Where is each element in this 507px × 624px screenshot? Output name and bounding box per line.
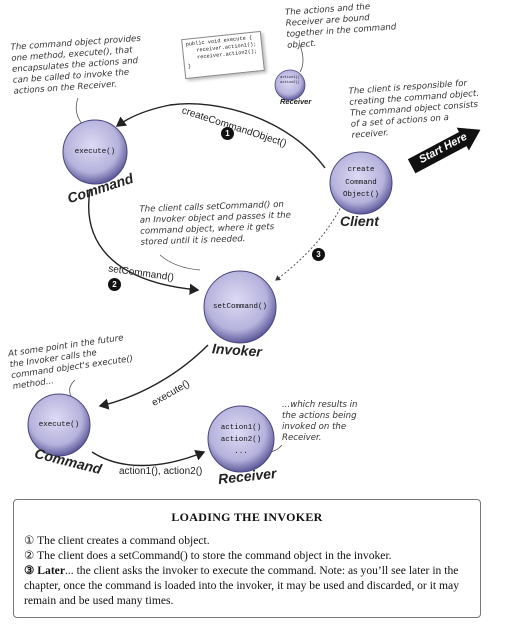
caption-line-2: ② The client does a setCommand() to stor… <box>24 549 392 562</box>
caption-line-3-rest: ... the client asks the invoker to execu… <box>24 564 459 607</box>
note-pointer-invoker <box>159 254 201 271</box>
command-top-text: execute() <box>74 148 116 156</box>
invoker-object <box>203 270 277 344</box>
caption-line-1: ① The client creates a command object. <box>24 534 210 547</box>
client-label: Client <box>340 213 379 229</box>
set-command-arrow <box>88 189 200 295</box>
caption-line-3: ③ Later... the client asks the invoker t… <box>24 563 470 608</box>
small-receiver-object <box>274 69 306 101</box>
command-object-top <box>62 119 128 185</box>
small-receiver-label: Receiver <box>280 97 312 106</box>
execute-arrow <box>98 344 209 410</box>
actions-arrow <box>91 449 206 467</box>
client-text: create Command Object() <box>342 166 379 199</box>
receiver-text: action1() action2() ... <box>220 424 262 456</box>
create-command-arrow <box>115 103 326 169</box>
step-1-badge: 1 <box>221 127 234 140</box>
note-client-calls: The client calls setCommand() on an Invo… <box>139 199 292 248</box>
start-here-arrow: Start Here <box>405 118 486 178</box>
client-invoker-dotted-arrow <box>275 204 343 281</box>
invoker-label: Invoker <box>211 340 263 360</box>
caption-title: LOADING THE INVOKER <box>171 510 323 524</box>
client-object <box>329 151 393 215</box>
note-pointer-receiver <box>299 44 304 73</box>
note-actions-bound: The actions and the Receiver are bound t… <box>284 2 397 51</box>
note-command-object: The command object provides one method, … <box>10 33 142 97</box>
execute-code-card: public void execute { receiver.action1()… <box>181 30 265 80</box>
caption-line-3-bold: ③ Later <box>24 564 65 577</box>
command-pattern-diagram <box>27 44 393 473</box>
caption-box: LOADING THE INVOKER ① The client creates… <box>13 499 481 618</box>
receiver-object <box>207 405 275 473</box>
step-3-badge: 3 <box>312 248 325 261</box>
command-bottom-text: execute() <box>38 421 80 429</box>
small-receiver-text: action1() action2() <box>280 76 300 85</box>
invoker-text: setCommand() <box>212 303 267 311</box>
command-object-bottom <box>27 393 91 457</box>
note-results: ...which results in the actions being in… <box>282 400 358 443</box>
step-2-badge: 2 <box>108 278 121 291</box>
actions-label: action1(), action2() <box>119 466 203 477</box>
